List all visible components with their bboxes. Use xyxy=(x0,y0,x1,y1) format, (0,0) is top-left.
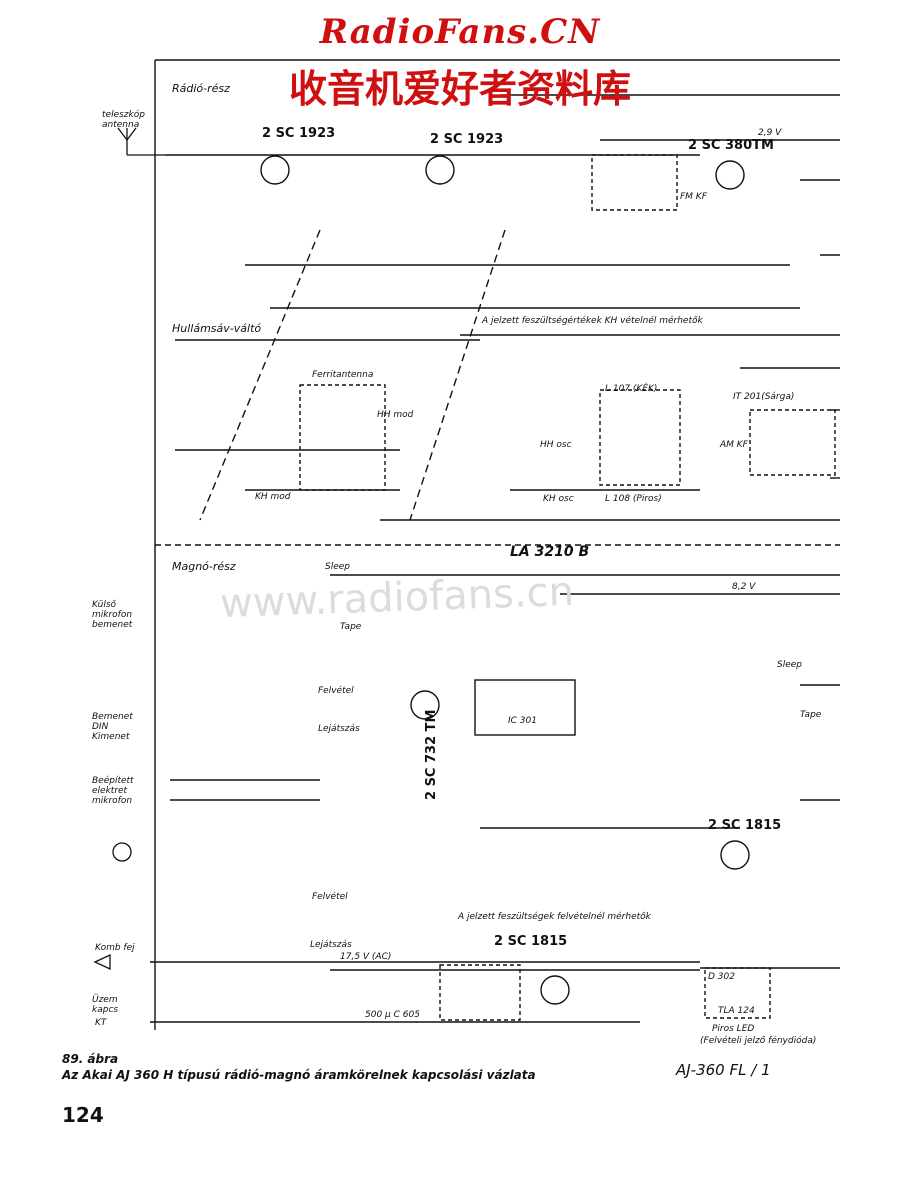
uzem-label: Üzem kapcs xyxy=(92,995,119,1015)
transistor-t201: 2 SC 380TM xyxy=(688,138,774,153)
am-kf-label: AM KF xyxy=(720,440,748,450)
fm-kf-label: FM KF xyxy=(680,192,707,202)
sleep-label-2: Sleep xyxy=(777,660,803,670)
watermark-site-cn: 收音机爱好者资料库 xyxy=(288,67,631,111)
model-reference: AJ-360 FL / 1 xyxy=(676,1061,771,1079)
transistor-t302: 2 SC 1815 xyxy=(708,818,782,833)
hh-mod-label: HH mod xyxy=(377,410,414,420)
tla-label: TLA 124 xyxy=(718,1006,755,1016)
built-mic-label: Beépített elektret mikrofon xyxy=(92,776,134,806)
transistor-t101: 2 SC 1923 xyxy=(262,126,336,141)
hh-osc-label: HH osc xyxy=(540,440,572,450)
lejatszas-label-2: Lejátszás xyxy=(310,940,352,950)
l107-label: L 107 (KÉK) xyxy=(605,384,658,394)
kh-mod-label: KH mod xyxy=(255,492,291,502)
lejatszas-label-1: Lejátszás xyxy=(318,724,360,734)
l108-label: L 108 (Piros) xyxy=(605,494,662,504)
v8-2-label: 8,2 V xyxy=(732,582,756,592)
kt-label: KT xyxy=(95,1018,107,1028)
figure-number: 89. ábra xyxy=(62,1052,119,1066)
section-tape: Magnó-rész xyxy=(172,560,236,573)
ic-la3210b: LA 3210 B xyxy=(510,544,590,560)
ic-301-label: IC 301 xyxy=(508,716,537,726)
led-note: (Felvételi jelző fénydióda) xyxy=(700,1036,817,1046)
d302-label: D 302 xyxy=(708,972,735,982)
figure-caption: Az Akai AJ 360 H típusú rádió-magnó áram… xyxy=(62,1068,536,1082)
ext-mic-label: Külső mikrofon bemenet xyxy=(92,600,133,630)
v2-9-label: 2,9 V xyxy=(758,128,782,138)
din-label: Bemenet DIN Kimenet xyxy=(92,712,133,742)
felvetel-label-1: Felvétel xyxy=(318,686,354,696)
antenna-label: teleszkóp antenna xyxy=(102,110,145,130)
transistor-t301: 2 SC 732 TM xyxy=(424,709,439,800)
note-rec-measure: A jelzett feszültségek felvételnél mérhe… xyxy=(458,912,651,922)
tape-label-2: Tape xyxy=(800,710,822,720)
kh-osc-label: KH osc xyxy=(543,494,574,504)
ferrite-label: Ferritantenna xyxy=(312,370,374,380)
watermark-site-en: RadioFans.CN xyxy=(319,12,601,52)
v17-5-label: 17,5 V (AC) xyxy=(340,952,392,962)
tape-label-1: Tape xyxy=(340,622,362,632)
section-band-switch: Hullámsáv-váltó xyxy=(172,322,262,335)
sleep-label-1: Sleep xyxy=(325,562,351,572)
page-number: 124 xyxy=(62,1103,104,1127)
komb-label: Komb fej xyxy=(95,943,135,953)
it201-label: IT 201(Sárga) xyxy=(733,392,795,402)
led-label: Piros LED xyxy=(712,1024,755,1034)
transistor-t102: 2 SC 1923 xyxy=(430,132,504,147)
transistor-t601: 2 SC 1815 xyxy=(494,934,568,949)
section-radio: Rádió-rész xyxy=(172,82,230,95)
felvetel-label-2: Felvétel xyxy=(312,892,348,902)
c605-label: 500 µ C 605 xyxy=(365,1010,420,1020)
note-kh-measure: A jelzett feszültségértékek KH vételnél … xyxy=(482,316,703,326)
